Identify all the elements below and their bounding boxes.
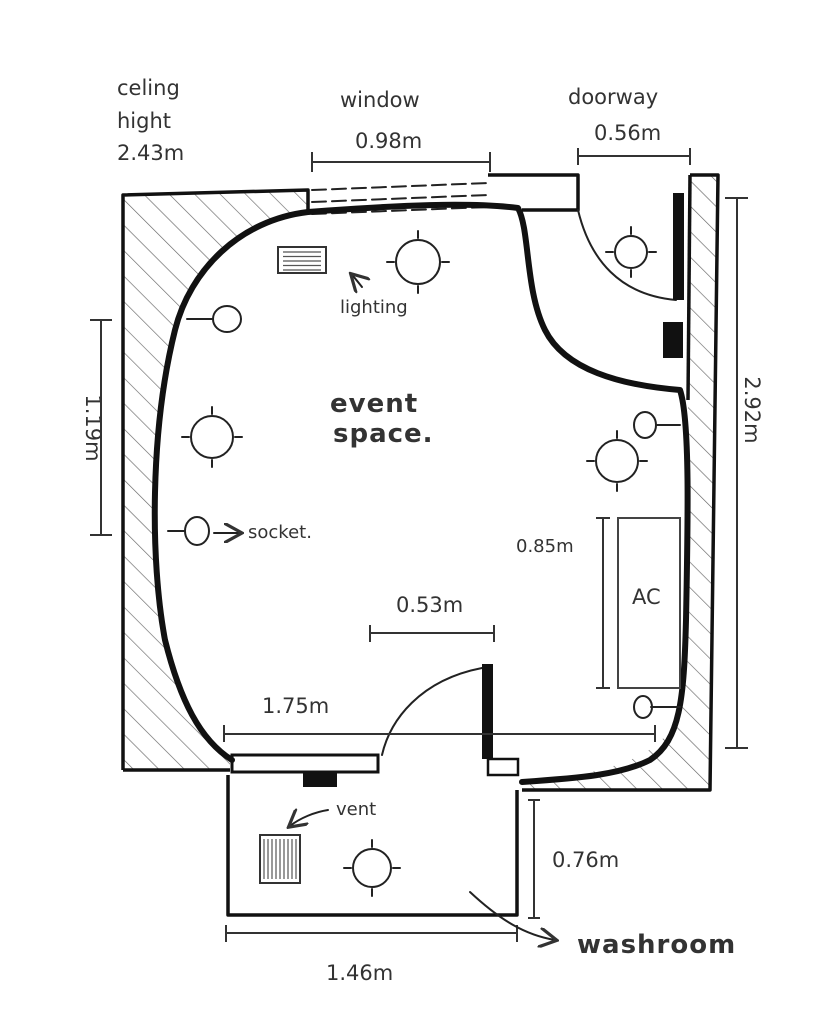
socket-icon (633, 411, 681, 439)
vent-icon (277, 246, 327, 274)
bottom-width: 1.75m (262, 694, 329, 718)
right-height: 2.92m (740, 376, 764, 443)
dimension-lines (90, 148, 748, 942)
outer-walls (121, 173, 720, 792)
light-fixture-icon (586, 430, 648, 492)
ceiling-label: hight (117, 109, 171, 133)
hatched-walls (123, 175, 718, 790)
light-fixtures (181, 226, 657, 897)
doorway-door (577, 193, 684, 358)
washroom-walls (226, 664, 520, 917)
ac-height: 0.85m (516, 536, 574, 557)
event-space-outline (305, 201, 691, 785)
ac-label: AC (632, 585, 661, 609)
socket-icon (167, 516, 210, 546)
washroom-height: 0.76m (552, 848, 619, 872)
window (311, 182, 489, 215)
socket-label: socket. (248, 522, 312, 543)
annotation-arrows (213, 275, 555, 940)
vent-label: vent (336, 799, 376, 820)
ceiling-value: 2.43m (117, 141, 184, 165)
window-width: 0.98m (355, 129, 422, 153)
washroom-label: washroom (577, 930, 736, 960)
event-space-label: space. (333, 419, 434, 449)
doorway-label: doorway (568, 85, 658, 109)
doorway-width: 0.56m (594, 121, 661, 145)
lighting-label: lighting (340, 297, 408, 318)
washroom-width: 1.46m (326, 961, 393, 985)
left-height: 1.19m (81, 394, 105, 461)
ac-unit (617, 517, 681, 689)
light-fixture-icon (181, 406, 243, 468)
light-fixture-icon (386, 230, 450, 294)
event-space-outline-left (151, 209, 311, 763)
light-fixture-icon (343, 839, 401, 897)
socket-icon (186, 305, 242, 333)
light-fixture-icon (605, 226, 657, 278)
socket-icon (633, 695, 681, 719)
ceiling-label: celing (117, 76, 180, 100)
event-space-label: event (330, 389, 418, 419)
inner-door-width: 0.53m (396, 593, 463, 617)
window-label: window (340, 88, 420, 112)
vent-icon (259, 834, 301, 884)
